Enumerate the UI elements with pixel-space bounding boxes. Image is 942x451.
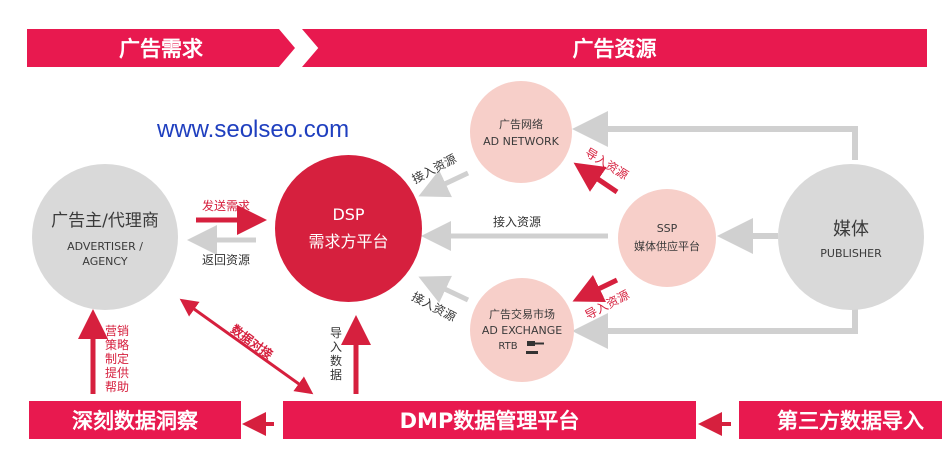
node-ad-network: 广告网络 AD NETWORK	[470, 81, 572, 183]
publisher-title: 媒体	[833, 218, 869, 240]
advertiser-en-line1: ADVERTISER /	[67, 239, 143, 253]
banner-ad-resource-label: 广告资源	[572, 37, 657, 61]
label-access-resource-mid: 接入资源	[493, 215, 542, 229]
ssp-title: SSP	[656, 222, 678, 235]
banner-data-insight-label: 深刻数据洞察	[72, 409, 198, 433]
ad-exchange-title: 广告交易市场	[489, 307, 555, 321]
node-ad-exchange: 广告交易市场 AD EXCHANGE RTB	[470, 278, 574, 382]
banner-ad-demand-label: 广告需求	[119, 37, 203, 61]
banner-dmp-platform-label: DMP数据管理平台	[399, 409, 580, 433]
ad-network-subtitle: AD NETWORK	[483, 135, 559, 148]
label-marketing-help: 营销策略制定提供帮助	[104, 324, 129, 394]
banner-data-insight: 深刻数据洞察	[29, 401, 241, 439]
label-import-data: 导入数据	[329, 326, 342, 382]
banner-dmp-platform: DMP数据管理平台	[283, 401, 696, 439]
watermark-url: www.seolseo.com	[157, 116, 350, 143]
ad-exchange-subtitle: AD EXCHANGE	[481, 323, 563, 337]
arrow-ssp-to-network	[573, 162, 619, 195]
arrow-publisher-to-exchange	[572, 298, 858, 349]
ad-exchange-rtb: RTB	[498, 341, 518, 352]
node-ssp: SSP 媒体供应平台	[618, 189, 716, 287]
ssp-subtitle: 媒体供应平台	[634, 240, 700, 253]
advertiser-en-line2: AGENCY	[82, 254, 128, 268]
banner-ad-demand: 广告需求	[27, 29, 295, 67]
banner-third-party-import-label: 第三方数据导入	[777, 409, 924, 433]
node-dsp: DSP 需求方平台	[275, 155, 422, 302]
banner-ad-resource: 广告资源	[302, 29, 927, 67]
node-advertiser: 广告主/代理商 ADVERTISER / AGENCY	[32, 164, 178, 310]
node-publisher: 媒体 PUBLISHER	[778, 164, 924, 310]
arrow-ssp-to-exchange	[572, 274, 619, 302]
gavel-icon	[525, 340, 544, 354]
dsp-subtitle: 需求方平台	[308, 232, 389, 251]
arrow-data-docking	[179, 298, 314, 395]
arrow-network-to-dsp	[418, 170, 470, 198]
label-send-demand: 发送需求	[202, 199, 251, 213]
label-return-resource: 返回资源	[202, 253, 251, 267]
arrow-exchange-to-dsp	[418, 275, 470, 303]
ad-network-title: 广告网络	[499, 118, 543, 131]
publisher-subtitle: PUBLISHER	[820, 246, 882, 260]
banner-third-party-import: 第三方数据导入	[739, 401, 942, 439]
advertiser-title: 广告主/代理商	[51, 210, 159, 231]
arrow-publisher-to-network	[572, 111, 858, 160]
dsp-title: DSP	[332, 205, 365, 224]
